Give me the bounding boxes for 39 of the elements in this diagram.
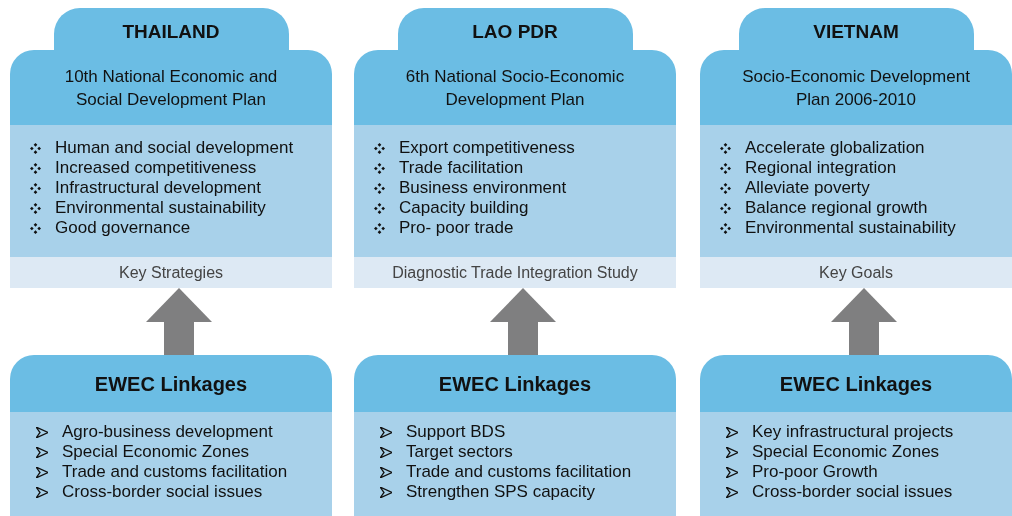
list-item: Trade facilitation — [399, 158, 524, 178]
block-arrow — [831, 288, 897, 355]
list-item: Capacity building — [399, 198, 529, 218]
list-item: Special Economic Zones — [62, 442, 250, 462]
list-item: Pro-poor Growth — [752, 462, 878, 482]
footer-band: Diagnostic Trade Integration Study — [354, 257, 676, 288]
header-panel: EWEC Linkages — [354, 355, 676, 412]
list-item: Balance regional growth — [745, 198, 928, 218]
list-item: Trade and customs facilitation — [62, 462, 288, 482]
list-item: Good governance — [55, 218, 191, 238]
list-item: Human and social development — [55, 138, 294, 158]
list-item: Pro- poor trade — [399, 218, 514, 238]
list-item: Environmental sustainability — [55, 198, 266, 218]
header-panel: EWEC Linkages — [700, 355, 1012, 412]
list-item: Trade and customs facilitation — [406, 462, 632, 482]
header-panel: EWEC Linkages — [10, 355, 332, 412]
list-item: Target sectors — [406, 442, 513, 462]
block-arrow — [146, 288, 212, 355]
plan-title-panel: 6th National Socio-Economic Development Plan — [354, 50, 676, 125]
list-item: Increased competitiveness — [55, 158, 257, 178]
list-item: Cross-border social issues — [62, 482, 263, 502]
list-item: Key infrastructural projects — [752, 422, 954, 442]
list-item: Alleviate poverty — [745, 178, 870, 198]
plan-title-panel: Socio-Economic Development Plan 2006-2010 — [700, 50, 1012, 125]
list-item: Cross-border social issues — [752, 482, 953, 502]
block-arrow — [490, 288, 556, 355]
list-item: Support BDS — [406, 422, 506, 442]
list-item: Regional integration — [745, 158, 897, 178]
list-item: Strengthen SPS capacity — [406, 482, 595, 502]
list-item: Infrastructural development — [55, 178, 261, 198]
footer-band: Key Strategies — [10, 257, 332, 288]
list-item: Accelerate globalization — [745, 138, 925, 158]
list-item: Export competitiveness — [399, 138, 575, 158]
footer-band: Key Goals — [700, 257, 1012, 288]
list-item: Special Economic Zones — [752, 442, 940, 462]
plan-title-panel: 10th National Economic and Social Development Plan — [10, 50, 332, 125]
list-item: Environmental sustainability — [745, 218, 956, 238]
list-item: Agro-business development — [62, 422, 273, 442]
list-item: Business environment — [399, 178, 567, 198]
